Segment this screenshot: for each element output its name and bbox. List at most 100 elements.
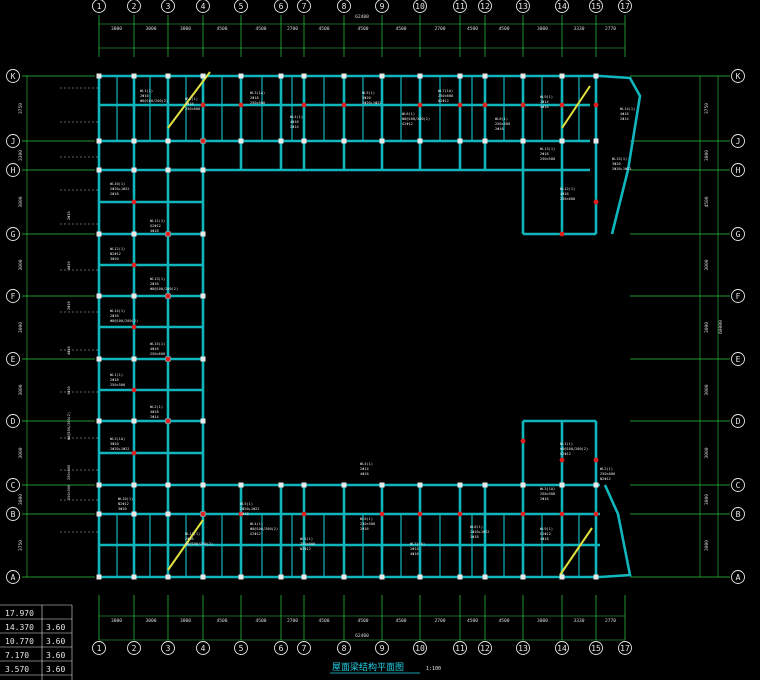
rebar-note-vertical: Φ8@100/200(2) bbox=[67, 412, 71, 440]
top-span-dim: 2700 bbox=[434, 26, 445, 32]
right-span-dim: 3000 bbox=[704, 150, 710, 161]
column bbox=[200, 418, 206, 424]
right-total-dim: 60000 bbox=[718, 320, 724, 334]
red-marker bbox=[341, 102, 347, 108]
axis-bubble-bottom-4 bbox=[196, 641, 210, 655]
red-marker bbox=[520, 102, 526, 108]
red-marker bbox=[131, 199, 137, 205]
column bbox=[238, 73, 244, 79]
stirrup-note: 250×600 bbox=[150, 352, 165, 356]
column bbox=[593, 574, 599, 580]
left-span-dim: 3300 bbox=[18, 150, 24, 161]
beam-label: WL15(1) bbox=[612, 157, 627, 161]
axis-bubble-top-1-label: 1 bbox=[97, 2, 102, 11]
drawing-title-block: 屋面梁结构平面图 1:100 bbox=[330, 661, 441, 674]
column bbox=[301, 73, 307, 79]
stirrup-note: 4Φ16 bbox=[410, 552, 419, 556]
axis-bubble-right-C bbox=[731, 478, 745, 492]
rebar-note: N2Φ12 bbox=[110, 252, 121, 256]
axis-bubble-left-E-label: E bbox=[11, 355, 16, 364]
column bbox=[520, 482, 526, 488]
right-span-dim: 3000 bbox=[704, 322, 710, 333]
bottom-total-dim: 62400 bbox=[355, 633, 369, 639]
bottom-span-dim: 4500 bbox=[357, 618, 368, 624]
stirrup-note: 2Φ20+1Φ22 bbox=[362, 101, 381, 105]
stair-diagonal bbox=[559, 527, 593, 576]
red-marker bbox=[379, 511, 385, 517]
axis-bubble-bottom-3-label: 3 bbox=[166, 644, 171, 653]
axis-bubble-right-J-label: J bbox=[736, 137, 741, 146]
axis-bubble-bottom-7 bbox=[297, 641, 311, 655]
red-marker bbox=[200, 138, 206, 144]
red-marker bbox=[165, 231, 171, 237]
rebar-note: 250×500 bbox=[360, 522, 375, 526]
rebar-note: 2Φ16 bbox=[185, 537, 194, 541]
axis-bubble-right-E bbox=[731, 352, 745, 366]
bottom-span-dim: 4500 bbox=[318, 618, 329, 624]
axis-bubble-top-17 bbox=[618, 0, 632, 13]
axis-bubble-right-D bbox=[731, 414, 745, 428]
stirrup-note: Φ8@100/200(2) bbox=[140, 99, 168, 103]
bottom-span-dim: 2700 bbox=[434, 618, 445, 624]
column bbox=[131, 167, 137, 173]
top-span-dim: 2770 bbox=[605, 26, 616, 32]
beam-label: WL2(1) bbox=[150, 405, 163, 409]
top-span-dim: 4500 bbox=[467, 26, 478, 32]
column bbox=[131, 482, 137, 488]
left-span-dim: 3000 bbox=[18, 322, 24, 333]
beam-label: WL15(1) bbox=[150, 342, 165, 346]
red-marker bbox=[593, 102, 599, 108]
axis-bubble-bottom-2-label: 2 bbox=[132, 644, 137, 653]
column bbox=[278, 574, 284, 580]
skewed-beam bbox=[599, 74, 642, 235]
column bbox=[417, 138, 423, 144]
bottom-span-dim: 3000 bbox=[145, 618, 156, 624]
rebar-note: 250×600 bbox=[600, 472, 615, 476]
bottom-span-dim: 2700 bbox=[287, 618, 298, 624]
stair-diagonal bbox=[167, 519, 204, 571]
column bbox=[200, 356, 206, 362]
column bbox=[457, 138, 463, 144]
column bbox=[96, 511, 102, 517]
rebar-note-vertical: 250×600 bbox=[67, 465, 71, 480]
axis-bubble-top-11-label: 11 bbox=[455, 2, 465, 11]
top-span-dim: 2700 bbox=[287, 26, 298, 32]
axis-bubble-top-14 bbox=[555, 0, 569, 13]
axis-bubble-bottom-2 bbox=[127, 641, 141, 655]
column bbox=[278, 482, 284, 488]
rebar-note: 2Φ16 bbox=[140, 94, 149, 98]
stirrup-note: 250×600 bbox=[560, 197, 575, 201]
beam-label: WL8(1) bbox=[470, 525, 483, 529]
beam-label: WL5(1) bbox=[240, 502, 253, 506]
beam-label: WL3(1A) bbox=[540, 487, 555, 491]
left-span-dim: 3750 bbox=[18, 540, 24, 551]
beam-label: WL7(1A) bbox=[410, 542, 425, 546]
stirrup-note: N2Φ12 bbox=[438, 99, 449, 103]
rebar-note: 250×600 bbox=[438, 94, 453, 98]
column bbox=[165, 574, 171, 580]
left-span-dim: 3000 bbox=[18, 384, 24, 395]
bottom-span-dim: 3000 bbox=[180, 618, 191, 624]
bottom-span-dim: 4500 bbox=[216, 618, 227, 624]
rebar-note: 4Φ18 bbox=[290, 120, 299, 124]
bottom-span-dim: 3000 bbox=[537, 618, 548, 624]
right-span-dim: 3000 bbox=[704, 259, 710, 270]
stirrup-note: 250×500 bbox=[110, 383, 125, 387]
column bbox=[520, 138, 526, 144]
rebar-note: 4Φ18 bbox=[620, 112, 629, 116]
rebar-note-vertical: 2Φ16 bbox=[67, 211, 71, 220]
axis-bubble-bottom-12 bbox=[478, 641, 492, 655]
stirrup-note: 2Φ18 bbox=[110, 192, 119, 196]
column bbox=[379, 482, 385, 488]
right-span-dim: 4500 bbox=[704, 196, 710, 207]
axis-bubble-top-6-label: 6 bbox=[279, 2, 284, 11]
column bbox=[238, 574, 244, 580]
column bbox=[96, 482, 102, 488]
red-marker bbox=[559, 511, 565, 517]
column bbox=[238, 482, 244, 488]
rebar-note: N2Φ12 bbox=[118, 502, 129, 506]
column bbox=[165, 511, 171, 517]
rebar-note: 4Φ18 bbox=[150, 410, 159, 414]
red-marker bbox=[165, 293, 171, 299]
beam-label: WL12(1) bbox=[110, 247, 125, 251]
